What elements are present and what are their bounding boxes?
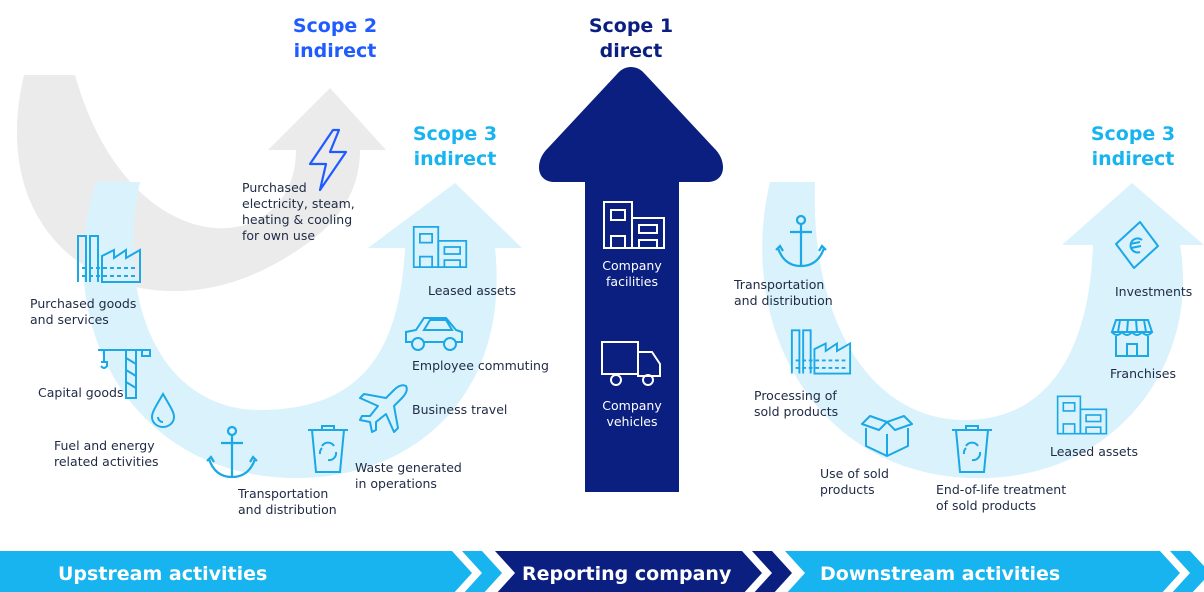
crane-icon [96, 344, 152, 400]
building-icon [412, 222, 468, 272]
reporting-company-label: Reporting company [522, 563, 732, 585]
airplane-icon [358, 382, 410, 434]
anchor-icon [205, 425, 259, 481]
factory-icon [76, 232, 142, 284]
scope1-arrow [538, 67, 724, 492]
euro-banknote-icon [1112, 220, 1162, 270]
business-travel-label: Business travel [412, 402, 508, 417]
lightning-icon [306, 128, 350, 192]
waste-bin-icon [306, 424, 350, 474]
building-icon [602, 200, 666, 250]
scope3-upstream-arrow [83, 182, 522, 479]
factory-icon [790, 326, 852, 376]
upstream-bar [0, 551, 472, 592]
car-icon [402, 312, 466, 354]
employee-commuting-label: Employee commuting [412, 358, 549, 373]
franchises-label: Franchises [1110, 366, 1176, 381]
downstream-bar [785, 551, 1180, 592]
anchor-icon [774, 214, 828, 270]
waste-bin-icon [950, 424, 994, 474]
downstream-activities-label: Downstream activities [820, 563, 1061, 585]
investments-label: Investments [1115, 284, 1193, 299]
building-icon [1056, 392, 1108, 438]
storefront-icon [1110, 318, 1154, 358]
water-drop-icon [150, 392, 176, 428]
scope3-downstream-arrow [762, 182, 1204, 479]
truck-icon [600, 338, 664, 388]
box-icon [860, 410, 914, 460]
downstream-leased-assets-label: Leased assets [1050, 444, 1138, 459]
upstream-leased-assets-label: Leased assets [428, 283, 516, 298]
reporting-bar [495, 551, 762, 592]
capital-goods-label: Capital goods [38, 385, 124, 400]
upstream-activities-label: Upstream activities [58, 563, 268, 585]
